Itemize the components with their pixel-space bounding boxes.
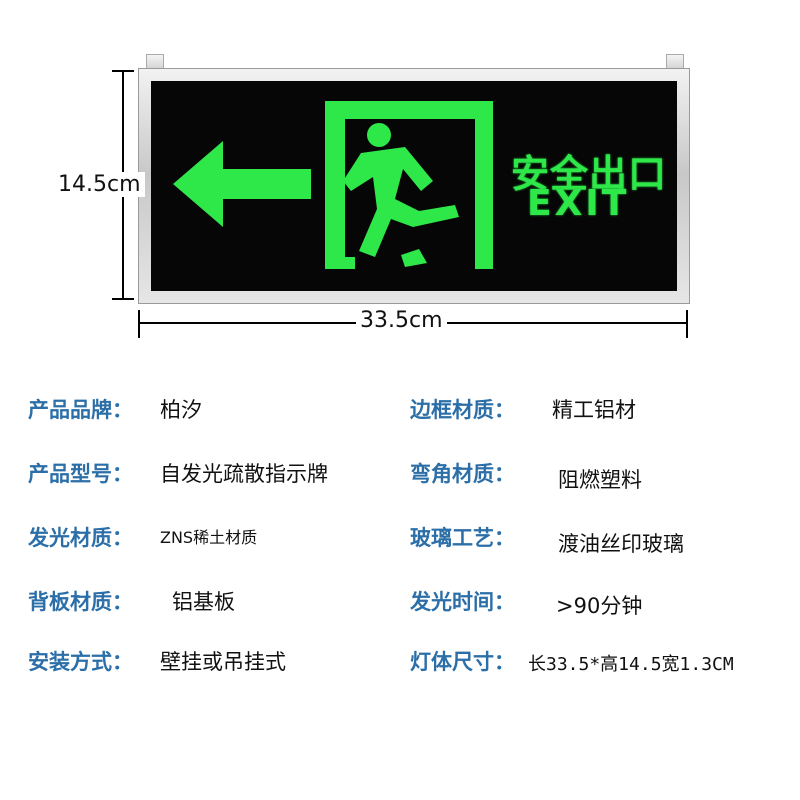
- exit-en-text: EXIT: [527, 183, 630, 224]
- spec-row: 发光材质： ZNS稀土材质 玻璃工艺： 渡油丝印玻璃: [0, 522, 800, 562]
- spec-value: 长33.5*高14.5宽1.3CM: [528, 654, 734, 675]
- spec-value: 柏汐: [160, 398, 202, 422]
- spec-value: >90分钟: [556, 594, 643, 618]
- height-label: 14.5cm: [54, 172, 145, 197]
- spec-key: 灯体尺寸：: [410, 650, 515, 674]
- height-dimension-tick-bottom: [112, 298, 134, 300]
- spec-value: 自发光疏散指示牌: [160, 462, 328, 486]
- sign-panel: 安全出口 EXIT: [151, 81, 677, 291]
- product-image: 安全出口 EXIT 14.5cm 33.5cm: [0, 0, 800, 360]
- spec-value: 壁挂或吊挂式: [160, 650, 286, 674]
- spec-value: 渡油丝印玻璃: [558, 532, 684, 556]
- spec-key: 边框材质：: [410, 398, 515, 422]
- spec-key: 背板材质：: [28, 590, 133, 614]
- spec-row: 背板材质： 铝基板 发光时间： >90分钟: [0, 586, 800, 626]
- width-dimension-tick-left: [138, 310, 140, 338]
- running-man-icon: [343, 123, 459, 267]
- spec-value: 精工铝材: [552, 398, 636, 422]
- spec-row: 产品型号： 自发光疏散指示牌 弯角材质： 阻燃塑料: [0, 458, 800, 498]
- spec-key: 产品型号：: [28, 462, 133, 486]
- width-dimension-tick-right: [686, 310, 688, 338]
- spec-key: 发光材质：: [28, 526, 133, 550]
- spec-value: 阻燃塑料: [558, 468, 642, 492]
- spec-key: 产品品牌：: [28, 398, 133, 422]
- spec-row: 安装方式： 壁挂或吊挂式 灯体尺寸： 长33.5*高14.5宽1.3CM: [0, 646, 800, 686]
- height-dimension-tick-top: [112, 70, 134, 72]
- spec-value: 铝基板: [172, 590, 235, 614]
- spec-row: 产品品牌： 柏汐 边框材质： 精工铝材: [0, 394, 800, 434]
- doorway-icon: [325, 101, 493, 269]
- exit-cn-text: 安全出口: [511, 152, 668, 196]
- left-arrow-icon: [173, 141, 311, 227]
- spec-value: ZNS稀土材质: [160, 528, 258, 547]
- sign-frame: 安全出口 EXIT: [138, 68, 690, 304]
- sign-graphics: [173, 101, 493, 269]
- spec-key: 发光时间：: [410, 590, 515, 614]
- width-label: 33.5cm: [356, 308, 447, 333]
- spec-key: 弯角材质：: [410, 462, 515, 486]
- spec-key: 玻璃工艺：: [410, 526, 515, 550]
- spec-table: 产品品牌： 柏汐 边框材质： 精工铝材 产品型号： 自发光疏散指示牌 弯角材质：…: [0, 380, 800, 700]
- spec-key: 安装方式：: [28, 650, 133, 674]
